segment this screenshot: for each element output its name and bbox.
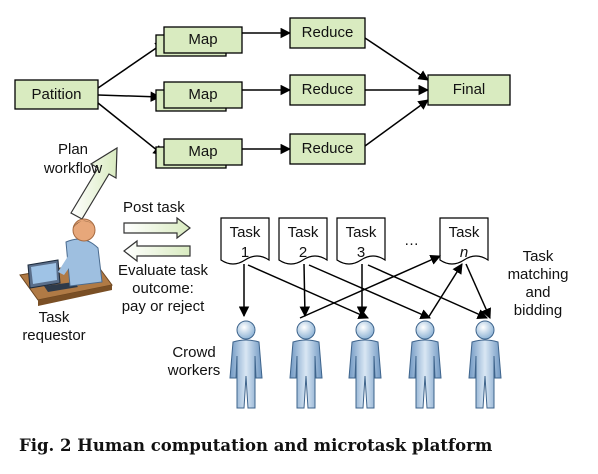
assignment-arrow-4 (308, 264, 431, 320)
assignment-arrow-7 (299, 255, 441, 319)
task-n-title: Task (448, 224, 480, 241)
reduce-label-1: Reduce (301, 24, 354, 41)
requestor-label-line1: Task (38, 309, 70, 326)
post-task-arrow (123, 216, 191, 240)
task-n-index: n (459, 244, 469, 261)
assignment-arrow-9 (465, 263, 491, 319)
map-label-3: Map (188, 143, 218, 160)
task-assignment-arrows (238, 255, 491, 320)
partition-label: Patition (31, 86, 82, 103)
workers-label-line1: Crowd (172, 344, 216, 361)
reduce-box-1 (289, 17, 366, 49)
crowd-worker-1 (229, 320, 263, 409)
map-box-3 (163, 138, 243, 166)
crowd-worker-3 (348, 320, 382, 409)
evaluate-label-line1: Evaluate task (117, 262, 209, 279)
map-label-2: Map (188, 86, 218, 103)
assignment-arrow-2 (247, 264, 369, 319)
workflow-arrows (97, 27, 430, 156)
crowd-worker-2 (289, 320, 323, 409)
task-3-title: Task (345, 224, 377, 241)
map-box-1 (163, 26, 243, 54)
task-ellipsis: … (404, 232, 419, 249)
task-card-2 (278, 217, 328, 265)
requestor-label-line2: requestor (22, 327, 86, 344)
evaluate-label-line3: pay or reject (121, 298, 205, 315)
task-requestor-icon (19, 218, 113, 306)
evaluate-label-line2: outcome: (132, 280, 194, 297)
assignment-arrow-8 (427, 263, 463, 319)
task-2-title: Task (287, 224, 319, 241)
task-1-index: 1 (240, 244, 250, 261)
task-3-index: 3 (356, 244, 366, 261)
assignment-arrow-3 (299, 263, 311, 318)
reduce-label-3: Reduce (301, 140, 354, 157)
evaluate-task-arrow (123, 239, 191, 263)
task-1-title: Task (229, 224, 261, 241)
final-box (427, 74, 511, 106)
assignment-arrow-6 (367, 264, 488, 319)
partition-box (14, 79, 99, 110)
reduce-box-3 (289, 133, 366, 165)
matching-label-line4: bidding (513, 302, 563, 319)
matching-label-line1: Task (522, 248, 554, 265)
arrow-partition-map2 (97, 91, 162, 102)
figure-caption: Fig. 2 Human computation and microtask p… (19, 436, 493, 455)
map-label-1: Map (188, 31, 218, 48)
plan-label-line2: workflow (43, 160, 103, 177)
task-card-4 (439, 217, 489, 265)
arrow-reduce1-final (364, 37, 429, 81)
plan-label-line1: Plan (57, 141, 89, 158)
matching-label-line2: matching (507, 266, 569, 283)
arrow-partition-map1 (97, 41, 166, 89)
task-card-1 (220, 217, 270, 265)
plan-workflow-arrow (70, 146, 118, 220)
crowd-worker-4 (408, 320, 442, 409)
arrow-reduce3-final (364, 99, 429, 147)
map-box-2 (163, 81, 243, 109)
post-task-label: Post task (123, 199, 185, 216)
workers-label-line2: workers (167, 362, 221, 379)
arrow-partition-map3 (97, 102, 164, 156)
matching-label-line3: and (525, 284, 551, 301)
task-2-index: 2 (298, 244, 308, 261)
reduce-label-2: Reduce (301, 81, 354, 98)
task-card-3 (336, 217, 386, 265)
final-label: Final (452, 81, 486, 98)
reduce-box-2 (289, 74, 366, 106)
crowd-worker-5 (468, 320, 502, 409)
